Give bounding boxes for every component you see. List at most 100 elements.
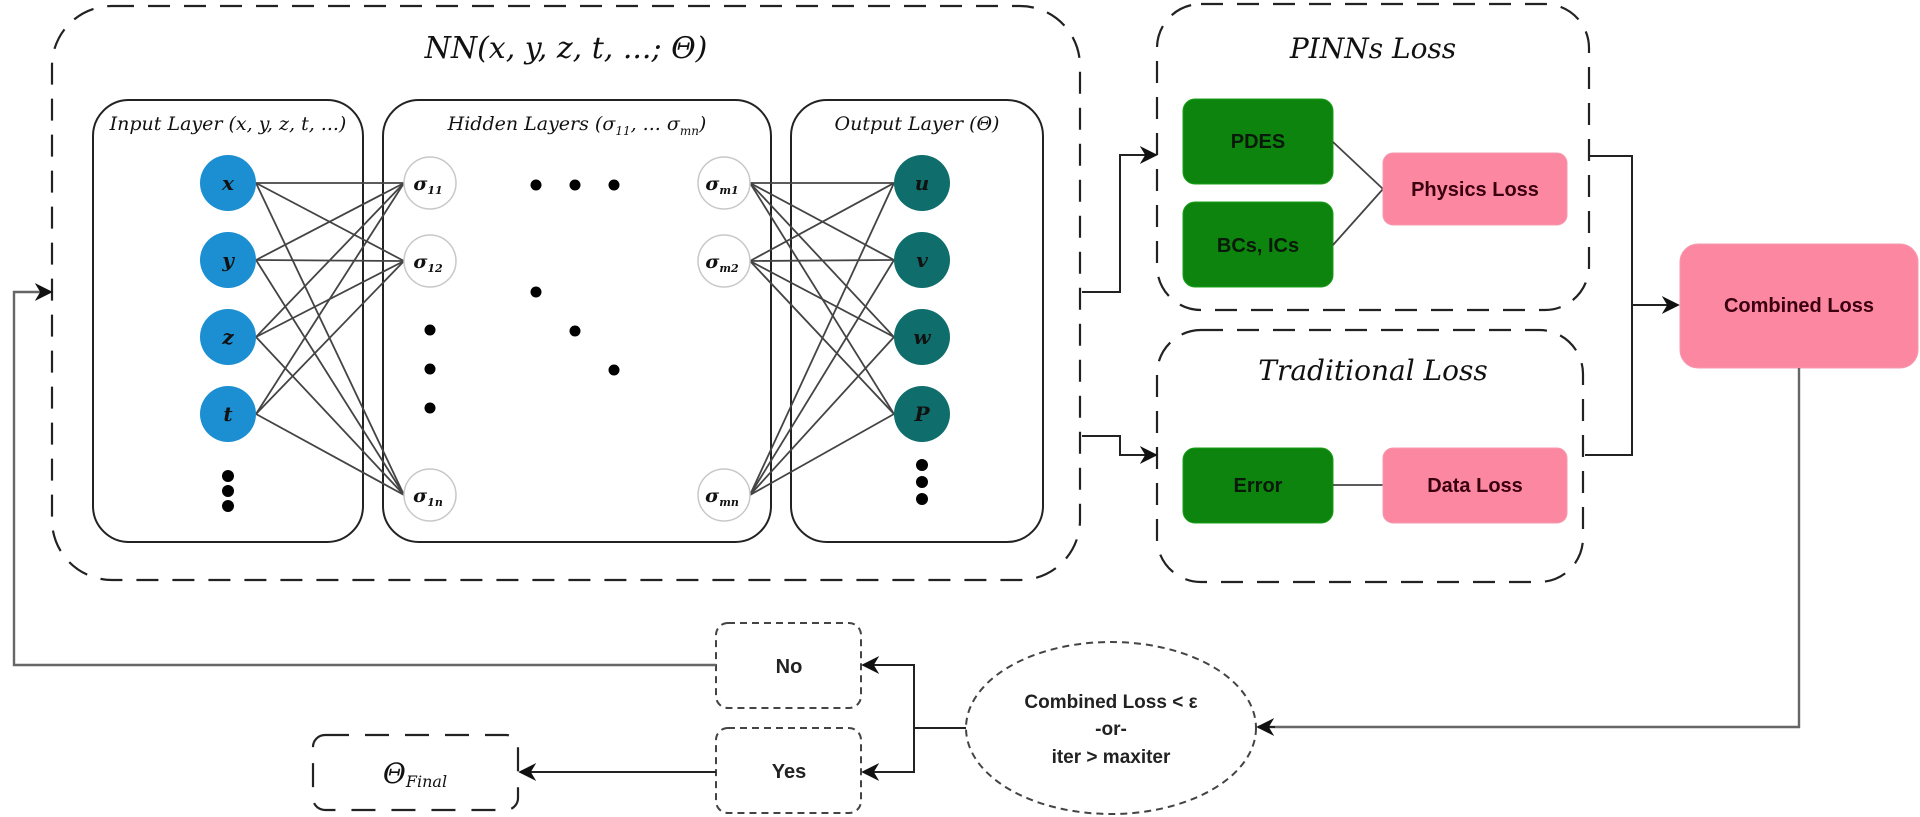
hidden-node-label: σm2 [705, 251, 739, 275]
pinns-loss-container: PINNs Loss PDES BCs, ICs Physics Loss [1155, 2, 1591, 312]
hidden-node-label: σ11 [413, 173, 442, 197]
input-ellipsis-dot [222, 485, 234, 497]
nn-title: NN(x, y, z, t, ...; Θ) [424, 31, 708, 66]
theta-final-label: ΘFinal [383, 757, 447, 791]
output-ellipsis-dot [916, 493, 928, 505]
input-ellipsis-dot [222, 470, 234, 482]
hidden-ellipsis-dot [569, 179, 581, 191]
no-to-nn-line [12, 290, 716, 667]
physics-loss-label: Physics Loss [1411, 179, 1539, 201]
output-node-w [894, 309, 950, 365]
input-ellipsis-dot [222, 500, 234, 512]
hidden-ellipsis-dot [424, 363, 436, 375]
input-hidden-connection [255, 182, 405, 261]
yes-label: Yes [772, 761, 806, 783]
input-node-x [200, 155, 256, 211]
input-node-t [200, 386, 256, 442]
yes-box[interactable] [715, 727, 862, 814]
flow-arrows [12, 146, 1801, 781]
bcs-to-physics-line [1332, 188, 1384, 246]
input-hidden-connections [255, 182, 405, 496]
traditional-loss-container: Traditional Loss Error Data Loss [1155, 328, 1585, 584]
traditional-to-join-line [1585, 155, 1633, 456]
hidden-nodes: σ11 σ12 σ1n σm1 σm2 σmn [403, 156, 751, 522]
hidden-ellipsis-dot [608, 179, 620, 191]
nn-to-pinns-arrow [1082, 146, 1158, 293]
condition-to-yes-arrow [861, 728, 915, 781]
combined-loss-label: Combined Loss [1724, 295, 1874, 317]
hidden-output-connection [749, 259, 895, 496]
hidden-node-label: σ1n [413, 485, 443, 509]
decision-yes: Yes [715, 727, 862, 814]
hidden-ellipsis-dot [530, 179, 542, 191]
hidden-node-label: σmn [705, 485, 739, 509]
input-node-label: x [221, 171, 235, 195]
hidden-ellipsis-dot [424, 402, 436, 414]
hidden-output-connection [749, 182, 895, 496]
hidden-node-last-col [697, 156, 751, 210]
data-loss-label: Data Loss [1427, 475, 1523, 497]
pdes-label: PDES [1231, 131, 1285, 153]
input-node-label: t [223, 402, 233, 426]
hidden-output-connection [749, 413, 895, 496]
output-ellipsis-dot [916, 476, 928, 488]
hidden-node-last-col [697, 468, 751, 522]
pdes-box[interactable] [1182, 98, 1334, 185]
hidden-node-first-col [403, 234, 457, 288]
output-node-label: u [915, 171, 930, 195]
output-layer-label: Output Layer (Θ) [835, 113, 1000, 135]
traditional-loss-title: Traditional Loss [1258, 354, 1487, 387]
hidden-output-connection [749, 260, 895, 338]
condition-line2: -or- [1095, 719, 1127, 740]
ellipsis-dots [222, 179, 928, 512]
no-label: No [776, 656, 803, 678]
input-hidden-connection [255, 260, 405, 415]
hidden-output-connection [749, 336, 895, 496]
combined-loss: Combined Loss [1679, 243, 1919, 369]
output-nodes: u v wP [894, 155, 950, 442]
physics-loss-box[interactable] [1382, 152, 1568, 226]
stopping-condition: Combined Loss < ε -or- iter > maxiter [965, 641, 1257, 815]
output-node-P [894, 386, 950, 442]
input-hidden-connection [255, 259, 405, 496]
data-loss-box[interactable] [1382, 447, 1568, 524]
theta-final-box[interactable] [311, 733, 520, 812]
input-hidden-connection [255, 336, 405, 496]
hidden-ellipsis-dot [424, 324, 436, 336]
hidden-layers-box [382, 99, 772, 543]
hidden-ellipsis-dot [530, 286, 542, 298]
hidden-node-label: σm1 [705, 173, 738, 197]
output-node-label: P [913, 402, 930, 426]
condition-line1: Combined Loss < ε [1024, 692, 1197, 713]
output-node-label: v [916, 248, 928, 272]
input-hidden-connection [255, 182, 405, 338]
hidden-output-connection [749, 259, 895, 262]
input-hidden-connection [255, 182, 405, 415]
hidden-ellipsis-dot [569, 325, 581, 337]
hidden-node-last-col [697, 234, 751, 288]
hidden-node-first-col [403, 156, 457, 210]
decision-no: No [715, 622, 862, 709]
hidden-node-label: σ12 [413, 251, 443, 275]
output-ellipsis-dot [916, 459, 928, 471]
input-node-y [200, 232, 256, 288]
output-node-label: w [913, 325, 931, 349]
condition-ellipse[interactable] [965, 641, 1257, 815]
hidden-node-first-col [403, 468, 457, 522]
condition-to-no-arrow [861, 656, 966, 729]
output-node-u [894, 155, 950, 211]
input-hidden-connection [255, 413, 405, 496]
output-node-v [894, 232, 950, 288]
error-label: Error [1234, 475, 1283, 497]
input-layer-label: Input Layer (x, y, z, t, ...) [109, 113, 347, 135]
hidden-ellipsis-dot [608, 364, 620, 376]
pinns-loss-title: PINNs Loss [1289, 32, 1456, 65]
hidden-output-connections [749, 182, 895, 496]
combined-to-condition-line [1258, 368, 1801, 729]
theta-final: ΘFinal [311, 733, 520, 812]
hidden-layers: Hidden Layers (σ11, ... σmn) [382, 99, 772, 543]
hidden-layers-label: Hidden Layers (σ11, ... σmn) [447, 113, 707, 138]
input-node-z [200, 309, 256, 365]
